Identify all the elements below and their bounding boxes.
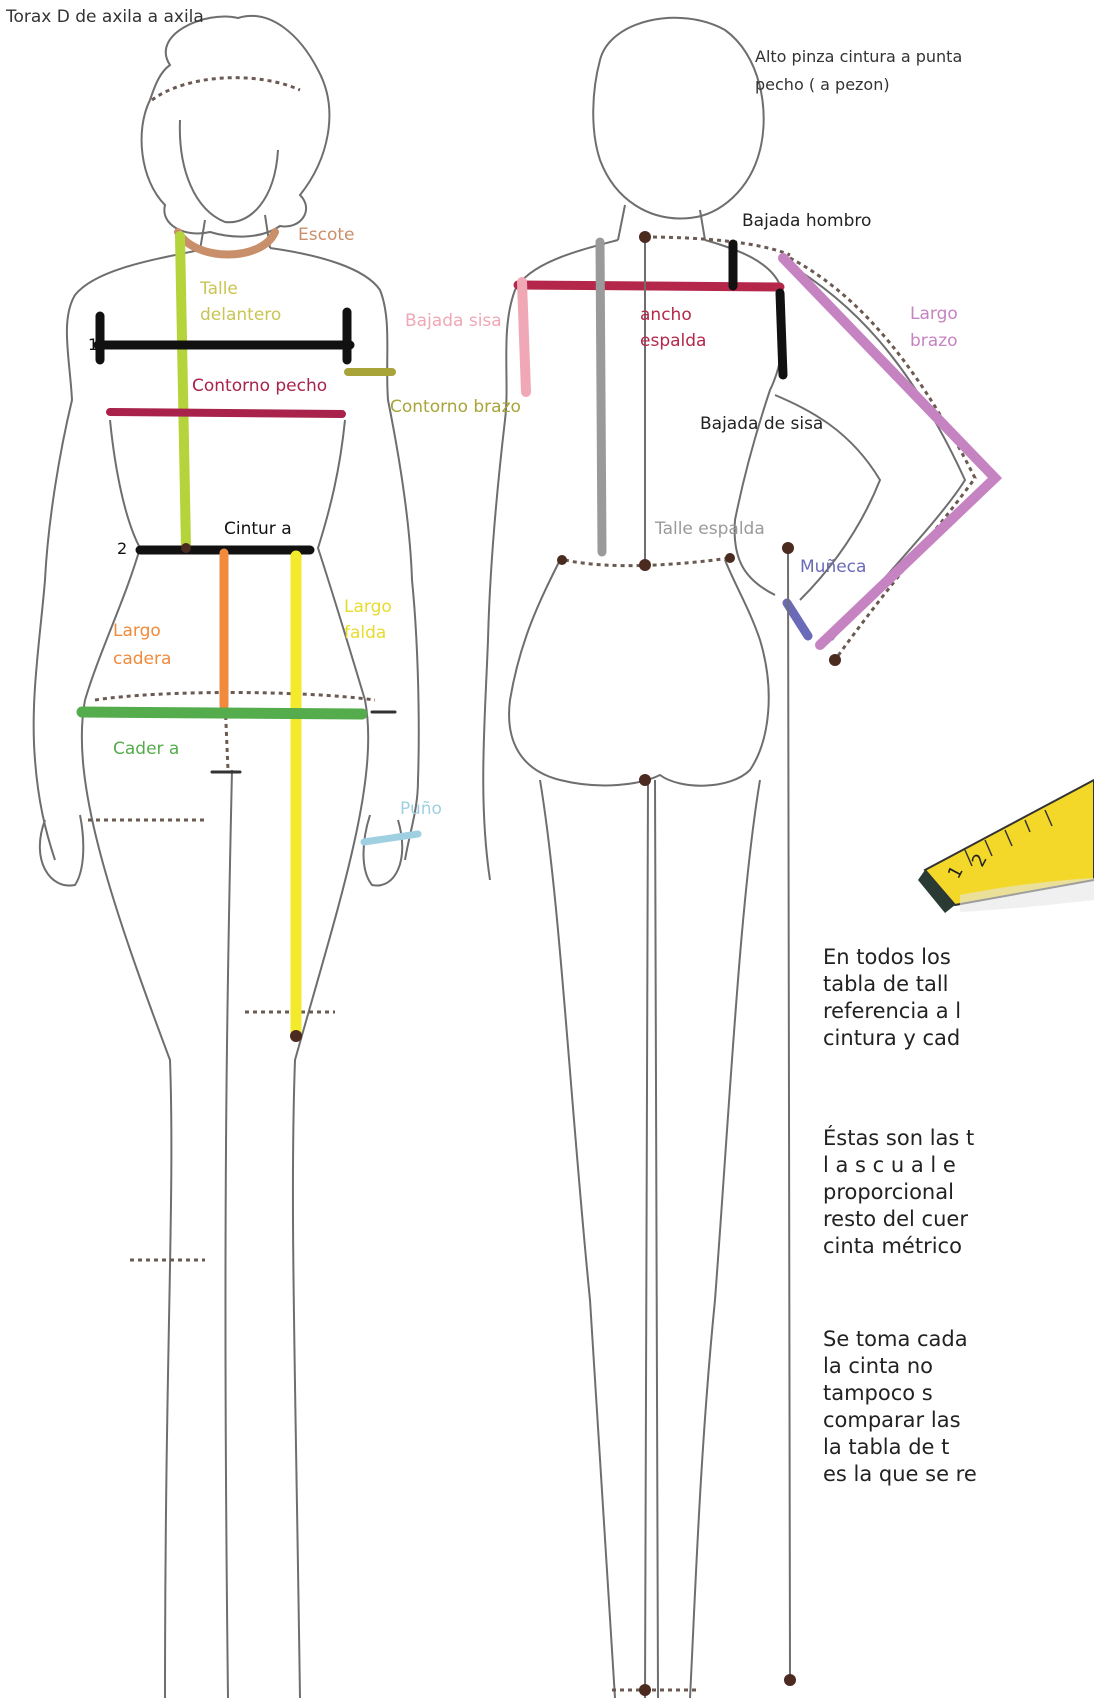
largo-brazo-line [783, 258, 995, 645]
front-figure-outline [34, 16, 419, 1698]
label-largo-cadera-1: Largo [113, 622, 161, 641]
contorno-pecho-line [110, 412, 342, 414]
label-torax: Torax D de axila a axila [6, 8, 204, 27]
paragraph-1-line-4: cintura y cad [823, 1025, 1094, 1052]
paragraph-2: Éstas son las t l a s c u a l e proporci… [823, 1125, 1094, 1260]
label-largo-brazo-1: Largo [910, 305, 958, 324]
label-alto-pinza-1: Alto pinza cintura a punta [755, 48, 962, 66]
label-alto-pinza-2: pecho ( a pezon) [755, 76, 890, 94]
label-cintura: Cintur a [224, 520, 292, 539]
label-largo-falda-2: falda [344, 624, 386, 643]
cadera-line [82, 712, 362, 714]
label-muneca: Muñeca [800, 558, 866, 577]
ancho-espalda-line [518, 285, 780, 287]
paragraph-3-line-2: la cinta no [823, 1353, 1094, 1380]
paragraph-3-line-5: la tabla de t [823, 1434, 1094, 1461]
paragraph-3-line-1: Se toma cada [823, 1326, 1094, 1353]
paragraph-3: Se toma cada la cinta no tampoco s compa… [823, 1326, 1094, 1488]
label-ancho-espalda-2: espalda [640, 332, 706, 351]
label-number-1: 1 [88, 336, 98, 354]
paragraph-1: En todos los tabla de tall referencia a … [823, 944, 1094, 1052]
puno-line [364, 834, 418, 842]
paragraph-3-line-4: comparar las [823, 1407, 1094, 1434]
talle-espalda-line [600, 242, 602, 552]
label-largo-falda-1: Largo [344, 598, 392, 617]
bajada-de-sisa-line [780, 293, 783, 375]
paragraph-2-line-2: l a s c u a l e [823, 1152, 1094, 1179]
measuring-tape-icon: 1 2 [918, 780, 1094, 913]
label-escote: Escote [298, 226, 354, 245]
muneca-line [787, 603, 808, 636]
paragraph-2-line-4: resto del cuer [823, 1206, 1094, 1233]
paragraph-2-line-1: Éstas son las t [823, 1125, 1094, 1152]
label-number-2: 2 [117, 540, 127, 558]
label-talle-delantero-1: Talle [200, 280, 238, 299]
paragraph-3-line-3: tampoco s [823, 1380, 1094, 1407]
bajada-sisa-back-line [522, 282, 526, 392]
label-talle-delantero-2: delantero [200, 306, 281, 325]
label-bajada-de-sisa: Bajada de sisa [700, 415, 823, 434]
back-markers [181, 231, 841, 1696]
label-largo-brazo-2: brazo [910, 332, 958, 351]
paragraph-2-line-5: cinta métrico [823, 1233, 1094, 1260]
paragraph-1-line-3: referencia a l [823, 998, 1094, 1025]
label-contorno-brazo: Contorno brazo [390, 398, 521, 417]
paragraph-2-line-3: proporcional [823, 1179, 1094, 1206]
paragraph-1-line-1: En todos los [823, 944, 1094, 971]
label-puno: Puño [400, 800, 442, 819]
label-bajada-hombro: Bajada hombro [742, 212, 871, 231]
label-contorno-pecho: Contorno pecho [192, 377, 327, 396]
label-bajada-sisa-front: Bajada sisa [405, 312, 502, 331]
label-largo-cadera-2: cadera [113, 650, 171, 669]
largo-total-line [788, 548, 790, 1680]
label-cadera: Cader a [113, 740, 179, 759]
talle-delantero-line [180, 236, 186, 548]
paragraph-1-line-2: tabla de tall [823, 971, 1094, 998]
paragraph-3-line-6: es la que se re [823, 1461, 1094, 1488]
label-ancho-espalda-1: ancho [640, 306, 692, 325]
label-talle-espalda: Talle espalda [655, 520, 765, 539]
